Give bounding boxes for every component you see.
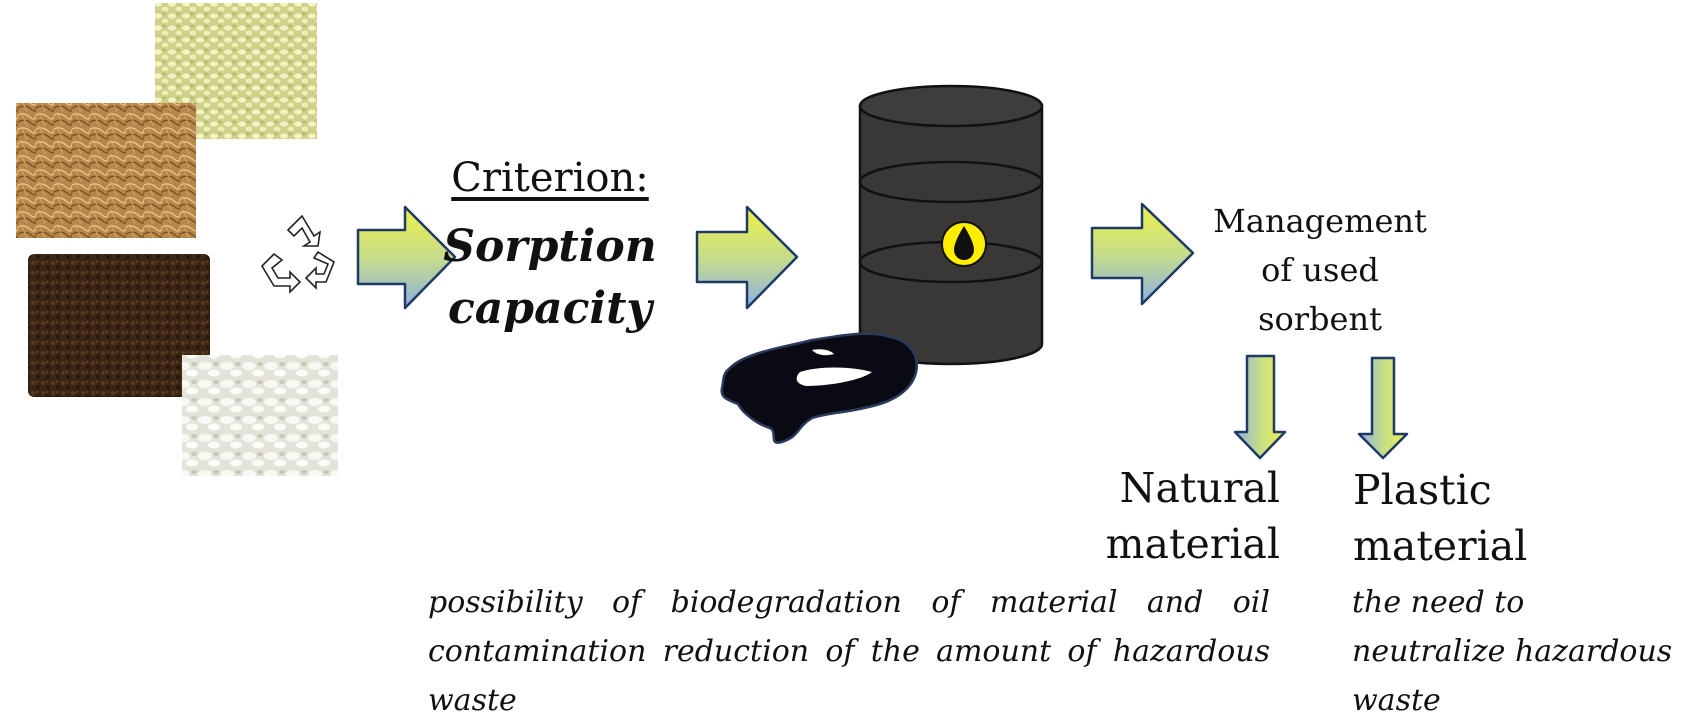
arrow-down-icon [1357, 356, 1409, 460]
arrow-right-icon [356, 205, 457, 310]
oil-barrel-icon [858, 84, 1044, 366]
natural-material-label: Natural material [1105, 464, 1280, 568]
recycle-icon [260, 214, 335, 294]
sorbent-photo-fiber [16, 103, 196, 238]
natural-material-note: possibility of biodegradation of materia… [428, 585, 1270, 718]
arrow-down-icon [1233, 354, 1287, 460]
diagram-graphics [16, 3, 1409, 476]
criterion-value: Sorption capacity [443, 221, 657, 334]
plastic-material-label: Plastic material [1353, 466, 1528, 570]
arrow-right-icon [1090, 202, 1195, 306]
management-label: Management of used sorbent [1213, 202, 1427, 338]
oil-spill-icon [720, 332, 918, 444]
criterion-label: Criterion: [451, 155, 649, 201]
plastic-material-note: the need to neutralize hazardous waste [1352, 585, 1673, 718]
sorbent-photos [16, 3, 338, 476]
arrow-right-icon [695, 205, 799, 310]
oil-drop-icon [941, 221, 987, 267]
sorbent-photo-soil [28, 254, 210, 397]
sorbent-photo-wool [182, 355, 338, 476]
